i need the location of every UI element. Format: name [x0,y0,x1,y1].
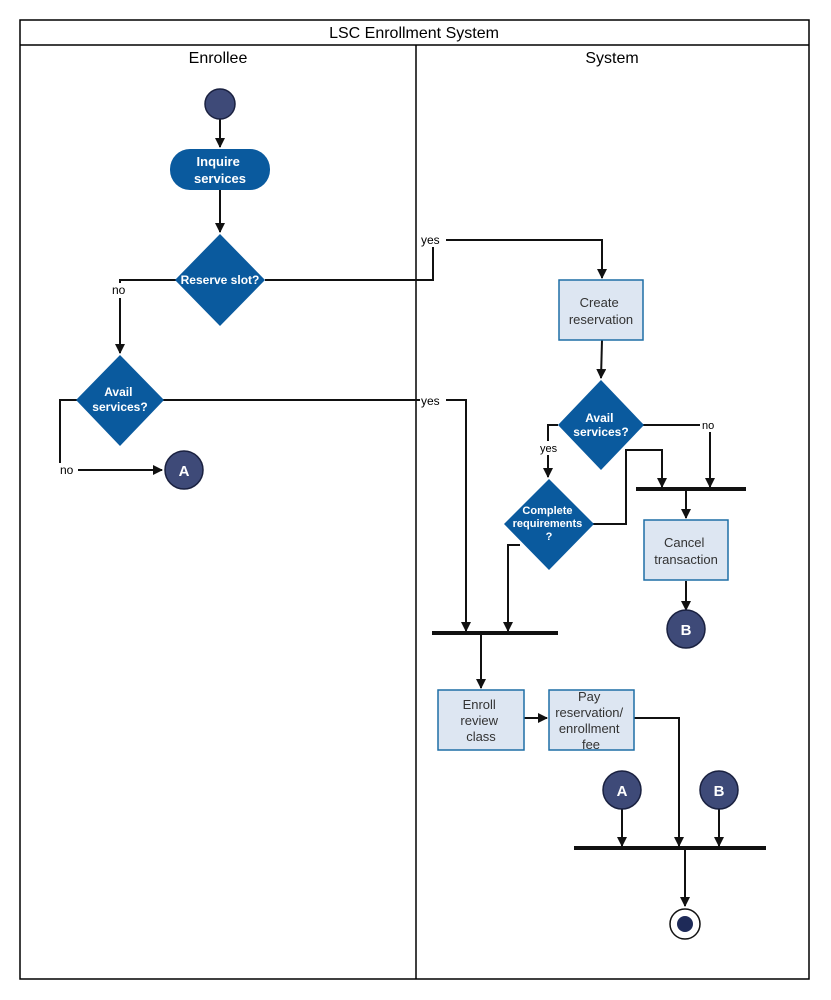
avail-left-line-2: services? [92,400,147,414]
cancel-transaction-box [643,519,729,581]
connector-b-bottom [699,770,739,810]
avail-right-no-label: no [702,420,714,432]
pay-line-3: enrollment [559,721,620,736]
svg-text:Complete requirements: Complete requirements ? [513,505,586,543]
pay-fee-box [548,689,635,751]
complete-line-1: Complete [522,505,572,517]
edge-avail-right-yes [543,424,558,478]
create-line-2: reservation [569,312,633,327]
complete-line-2: requirements [513,518,583,530]
cancel-line-1: Cancel [664,535,705,550]
cancel-fork-bar [636,487,746,491]
pay-line-1: Pay [578,689,601,704]
start-node [204,88,236,120]
svg-text:Create reservation: Create reservation [569,295,633,327]
avail-right-line-1: Avail [585,411,613,425]
svg-text:Cancel transaction: Cancel transaction [654,535,718,567]
avail-right-yes-label: yes [540,443,558,455]
inquire-line-1: Inquire [197,154,240,169]
reserve-slot-label: Reserve slot? [181,273,260,287]
enroll-review-class-box [437,689,525,751]
connector-a-left [164,450,204,490]
inquire-services-node [170,149,270,190]
connector-b-top-label: B [681,622,692,639]
create-line-1: Create [580,295,619,310]
pay-line-4: fee [582,737,600,752]
enroll-join-bar [432,631,558,635]
cancel-line-2: transaction [654,552,718,567]
svg-text:Enroll review class: Enroll review class [460,697,501,744]
reserve-yes-label: yes [421,233,440,247]
diagram-frame [19,19,810,980]
edge-avail-left-no [59,399,163,475]
svg-text:Inquire services: Inquire services [194,154,246,186]
avail-services-right-decision [558,380,644,470]
complete-line-3: ? [546,531,553,543]
connector-a-bottom-label: A [617,783,628,800]
lane-system-title: System [585,50,638,67]
diagram-title: LSC Enrollment System [329,25,499,42]
svg-text:Avail services?: Avail services? [92,385,147,414]
edge-pay-final [634,717,684,847]
avail-left-yes-label: yes [421,394,440,408]
enroll-line-3: class [466,729,496,744]
enroll-line-2: review [460,713,498,728]
final-join-bar [574,846,766,850]
create-reservation-box [558,279,644,341]
end-node-inner [677,916,693,932]
avail-left-line-1: Avail [104,385,132,399]
avail-left-no-label: no [60,463,74,477]
connector-b-top [666,609,706,649]
reserve-no-label: no [112,283,126,297]
avail-services-left-decision [76,355,164,446]
inquire-line-2: services [194,171,246,186]
connector-a-bottom [602,770,642,810]
edge-complete-yes [503,544,520,632]
pay-line-2: reservation/ [555,705,623,720]
enroll-line-1: Enroll [463,697,496,712]
edge-avail-left-yes [162,399,471,632]
avail-right-line-2: services? [573,425,628,439]
edge-create-avail [596,339,607,379]
lane-enrollee-title: Enrollee [189,50,248,67]
complete-requirements-decision [504,479,594,570]
connector-b-bottom-label: B [714,783,725,800]
svg-text:Avail services?: Avail services? [573,411,628,439]
svg-text:Pay reservation/ enrol: Pay reservation/ enrollment fee [555,689,627,752]
edge-complete-no [592,449,667,525]
edge-reserve-no [115,279,178,354]
connector-a-left-label: A [179,463,190,480]
reserve-slot-decision [175,234,265,326]
